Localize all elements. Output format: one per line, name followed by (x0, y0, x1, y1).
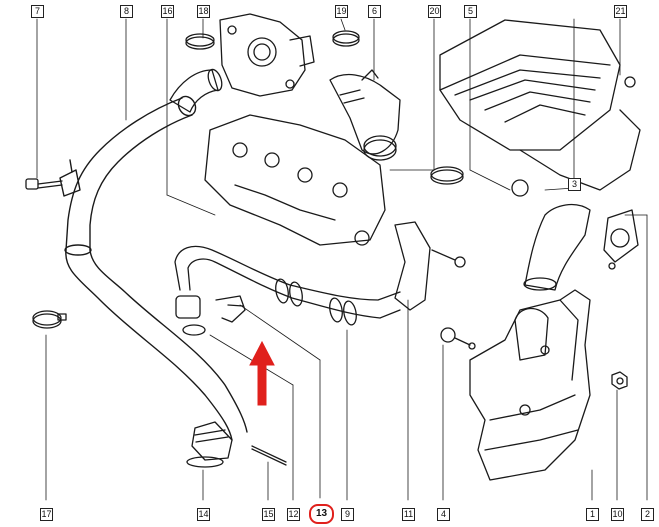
callout-1[interactable]: 1 (586, 508, 599, 521)
leader-lines (36, 18, 648, 501)
gasket-14 (186, 421, 233, 468)
callout-13-highlighted[interactable]: 13 (309, 504, 335, 524)
callout-5[interactable]: 5 (464, 5, 477, 18)
rod-15 (251, 445, 287, 466)
intercooler-1 (469, 289, 591, 481)
callout-11[interactable]: 11 (402, 508, 415, 521)
bolt-7 (25, 178, 63, 190)
callout-3[interactable]: 3 (568, 178, 581, 191)
callout-8[interactable]: 8 (120, 5, 133, 18)
callout-15[interactable]: 15 (262, 508, 275, 521)
air-filter-box (439, 19, 641, 197)
callout-16[interactable]: 16 (161, 5, 174, 18)
callout-17[interactable]: 17 (40, 508, 53, 521)
bracket-13 (215, 295, 246, 323)
callout-12[interactable]: 12 (287, 508, 300, 521)
bracket-11 (394, 221, 466, 311)
intake-manifold (204, 114, 386, 246)
hose-3 (523, 203, 591, 291)
pipe-8 (59, 95, 248, 441)
clamp-17 (32, 310, 67, 329)
callout-2[interactable]: 2 (641, 508, 654, 521)
callout-14[interactable]: 14 (197, 508, 210, 521)
callout-18[interactable]: 18 (197, 5, 210, 18)
pipe-9 (174, 245, 401, 336)
clamp-20 (430, 166, 464, 185)
callout-21[interactable]: 21 (614, 5, 627, 18)
callout-4[interactable]: 4 (437, 508, 450, 521)
red-arrow-indicator (249, 340, 275, 406)
sensor-4 (440, 327, 476, 350)
callout-19[interactable]: 19 (335, 5, 348, 18)
nut-10 (611, 371, 628, 390)
hose-elbow-18 (169, 33, 223, 113)
callout-7[interactable]: 7 (31, 5, 44, 18)
callout-6[interactable]: 6 (368, 5, 381, 18)
gasket-2 (603, 209, 639, 270)
callout-10[interactable]: 10 (611, 508, 624, 521)
hose-6 (329, 69, 401, 161)
clamp-19 (332, 30, 360, 47)
callout-20[interactable]: 20 (428, 5, 441, 18)
callout-9[interactable]: 9 (341, 508, 354, 521)
throttle-body-16 (219, 13, 315, 97)
